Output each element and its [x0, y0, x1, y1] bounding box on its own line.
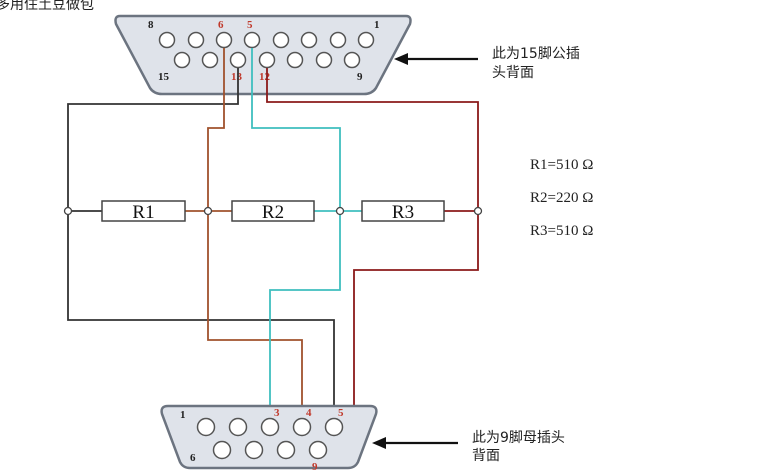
top-pin-14 — [201, 51, 219, 69]
bottom-9pin-connector: 1 3 4 5 6 9 — [160, 404, 378, 473]
top-pin-13 — [229, 51, 247, 69]
top-pin-label-15: 15 — [158, 71, 170, 83]
bottom-pin-6 — [212, 440, 232, 460]
resistor-r3-label: R3 — [392, 202, 414, 223]
wires — [67, 48, 479, 449]
top-15pin-connector: 8 6 5 1 15 13 12 9 — [114, 14, 412, 96]
top-pin-5 — [243, 31, 261, 49]
wire-brown — [207, 48, 303, 408]
resistor-r1: R1 — [101, 200, 186, 223]
value-r2: R2=220 Ω — [530, 190, 593, 206]
top-pin-label-9: 9 — [357, 71, 363, 83]
bottom-pin-label-6: 6 — [190, 452, 196, 464]
node-r1-r2 — [203, 206, 213, 216]
value-r3: R3=510 Ω — [530, 223, 593, 239]
top-note-line2: 头背面 — [492, 65, 534, 81]
top-pin-2 — [329, 31, 347, 49]
junction-nodes — [63, 206, 483, 216]
top-pin-15 — [173, 51, 191, 69]
wire-black — [67, 68, 335, 408]
top-pin-12 — [258, 51, 276, 69]
bottom-note-arrow — [372, 437, 458, 449]
bottom-pin-3 — [260, 417, 280, 437]
bottom-pin-9 — [308, 440, 328, 460]
top-note-arrow — [394, 53, 478, 65]
node-r2-r3 — [335, 206, 345, 216]
bottom-note-line1: 此为9脚母插头 — [472, 430, 565, 446]
bottom-pin-label-1: 1 — [180, 409, 186, 421]
resistor-r2-body — [231, 200, 315, 222]
top-pin-label-5: 5 — [247, 19, 253, 31]
top-pin-label-13: 13 — [231, 71, 243, 83]
top-pin-9 — [343, 51, 361, 69]
resistor-r1-label: R1 — [132, 202, 154, 223]
top-pin-11 — [286, 51, 304, 69]
bottom-pin-8 — [276, 440, 296, 460]
bottom-pin-7 — [244, 440, 264, 460]
top-connector-pins — [158, 31, 375, 69]
resistor-r3: R3 — [361, 200, 445, 223]
top-pin-6 — [215, 31, 233, 49]
resistor-r3-body — [361, 200, 445, 222]
resistor-r2: R2 — [231, 200, 315, 223]
bottom-note-line2: 背面 — [472, 448, 500, 464]
top-pin-label-6: 6 — [218, 19, 224, 31]
resistor-r2-label: R2 — [262, 202, 284, 223]
top-pin-3 — [300, 31, 318, 49]
bottom-pin-4 — [292, 417, 312, 437]
top-pin-8 — [158, 31, 176, 49]
top-pin-10 — [315, 51, 333, 69]
bottom-pin-1 — [196, 417, 216, 437]
bottom-pin-label-9: 9 — [312, 461, 318, 473]
top-pin-label-8: 8 — [148, 19, 154, 31]
node-right — [473, 206, 483, 216]
top-pin-1 — [357, 31, 375, 49]
top-pin-label-1: 1 — [374, 19, 380, 31]
top-cut-text: 多用住土豆做包 — [0, 0, 94, 13]
resistor-r1-body — [101, 200, 186, 222]
top-pin-7 — [187, 31, 205, 49]
top-note-line1: 此为15脚公插 — [492, 46, 580, 62]
bottom-pin-label-3: 3 — [274, 407, 280, 419]
bottom-pin-label-4: 4 — [306, 407, 312, 419]
top-pin-4 — [272, 31, 290, 49]
top-pin-label-12: 12 — [259, 71, 271, 83]
value-r1: R1=510 Ω — [530, 157, 593, 173]
bottom-pin-5 — [324, 417, 344, 437]
bottom-pin-label-5: 5 — [338, 407, 344, 419]
bottom-connector-pins — [196, 417, 344, 460]
bottom-pin-2 — [228, 417, 248, 437]
wire-dark-red — [266, 68, 479, 449]
node-left — [63, 206, 73, 216]
